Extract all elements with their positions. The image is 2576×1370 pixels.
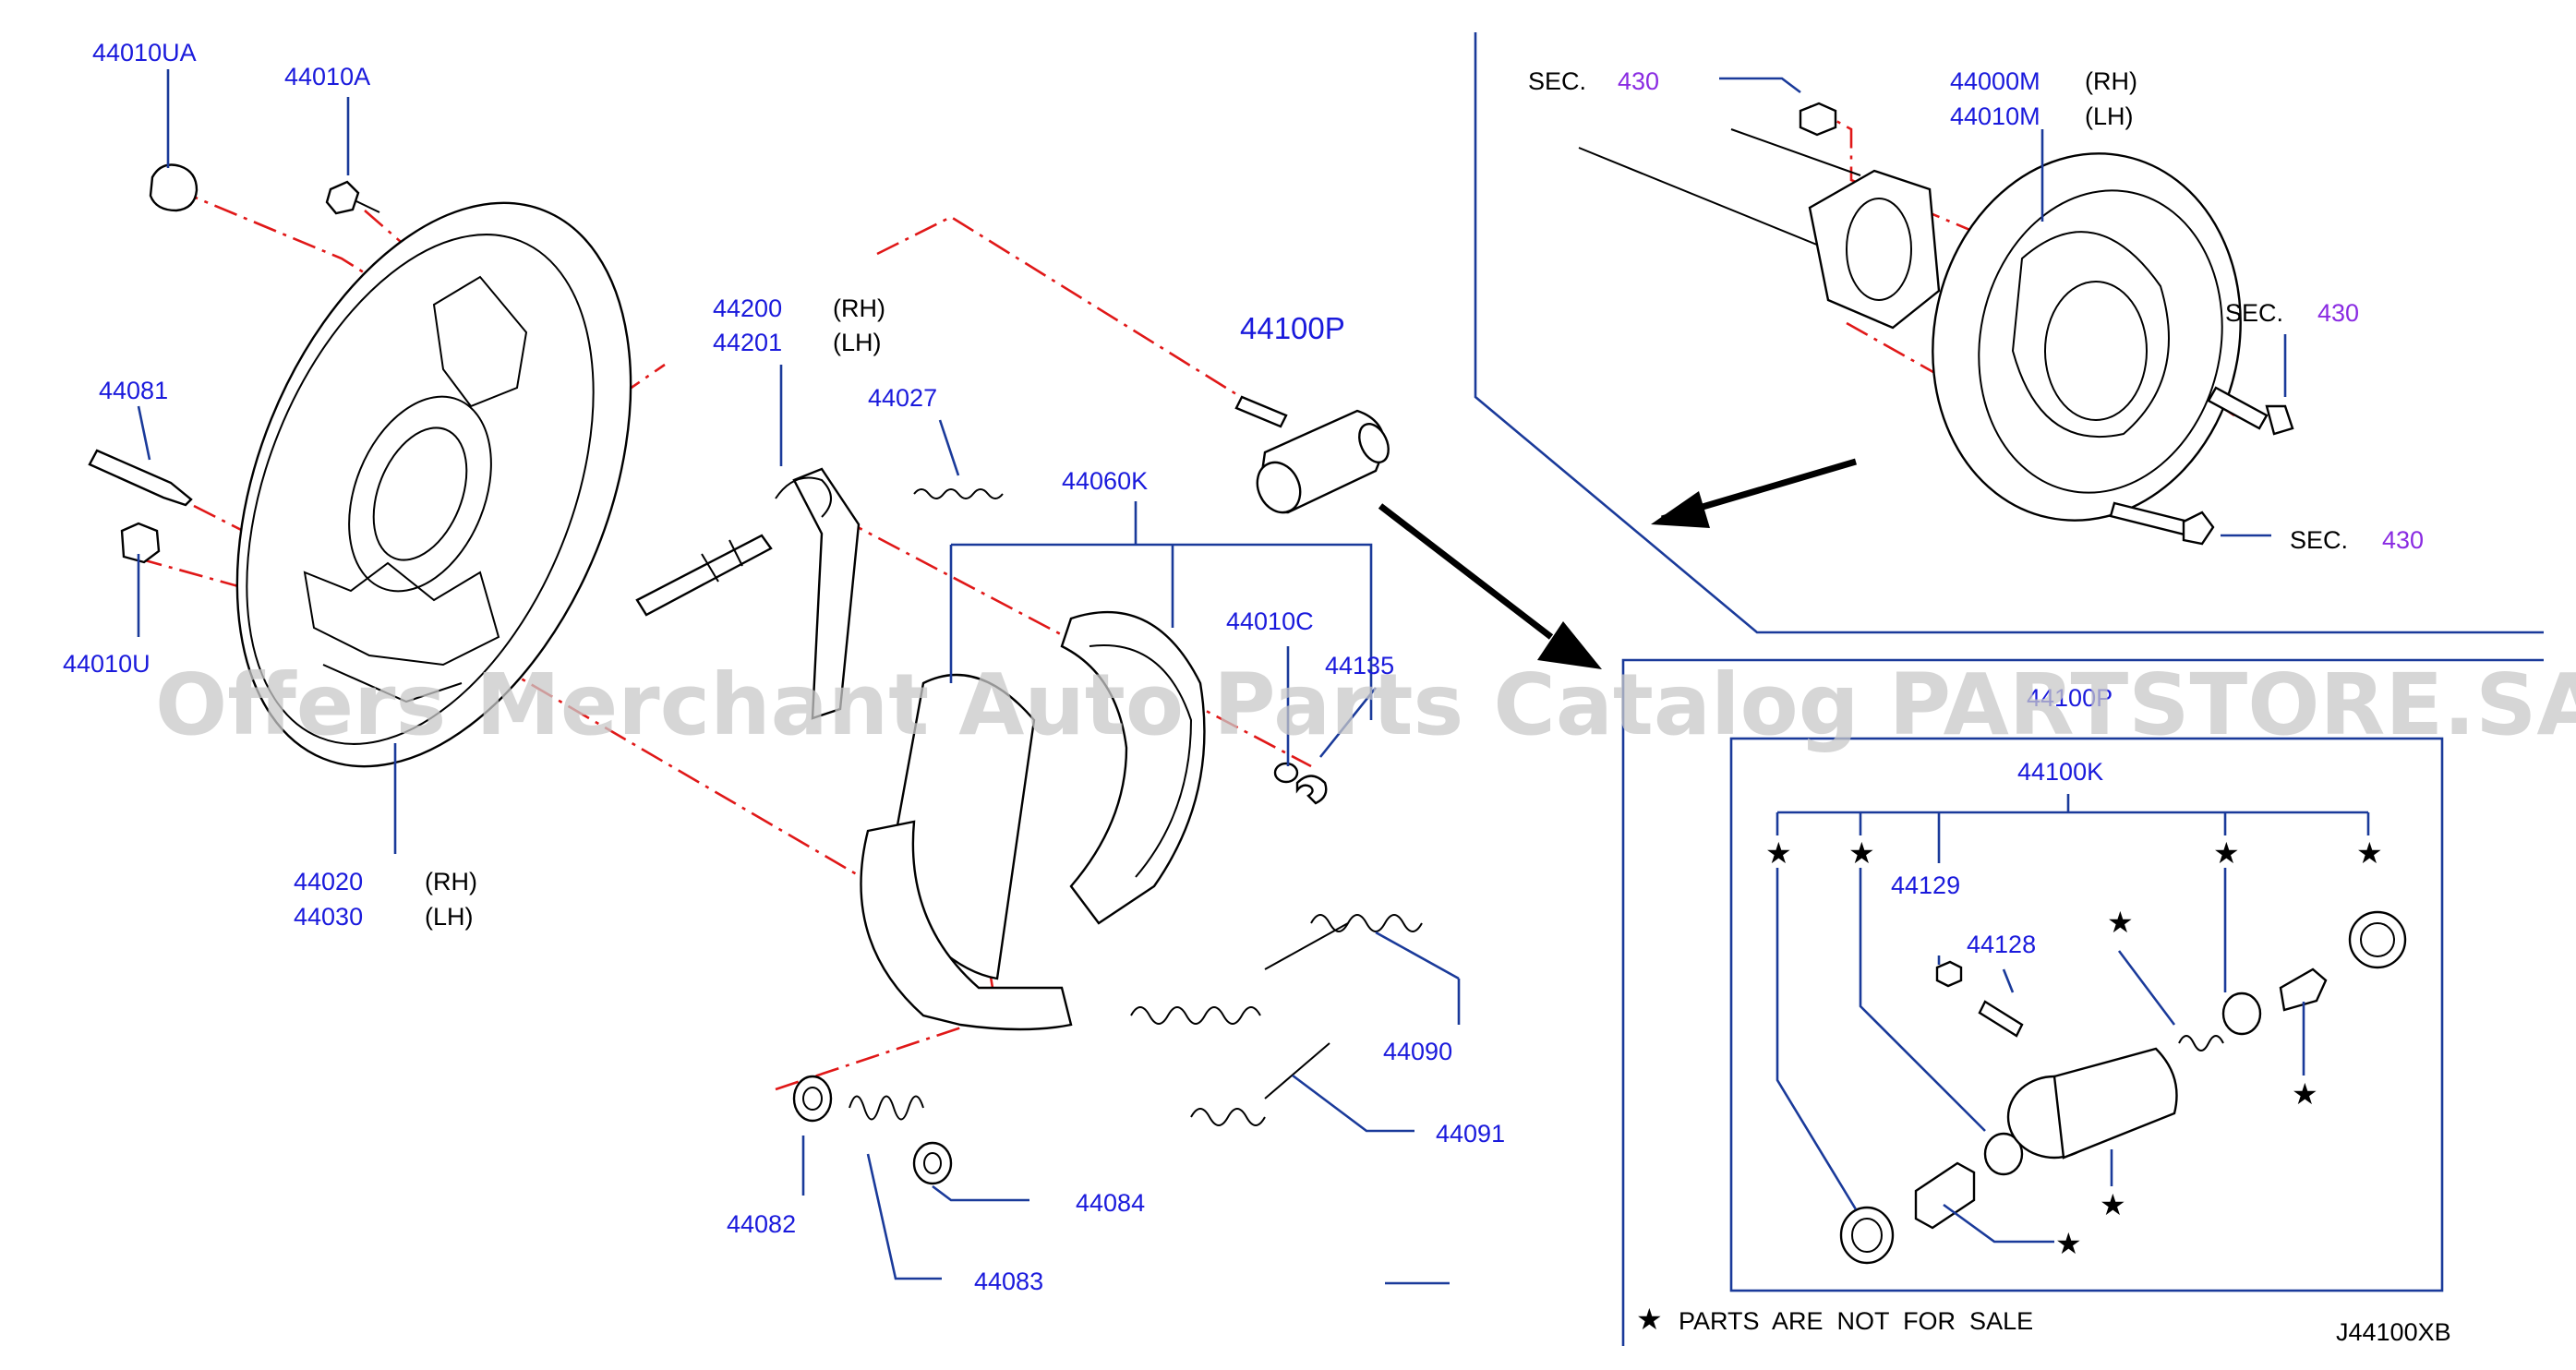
label-44010U: 44010U [63,650,150,678]
spring-44027 [913,488,1004,499]
watermark: Offers Merchant Auto Parts Catalog PARTS… [155,655,2576,754]
label-44060K: 44060K [1062,467,1148,495]
label-44020: 44020 [294,868,363,895]
label-44200-rh: (RH) [833,294,885,322]
star-marker: ★ [2292,1076,2318,1112]
label-44100P-main: 44100P [1240,311,1345,345]
label-44084: 44084 [1076,1189,1145,1217]
label-44020-rh: (RH) [425,868,477,895]
label-44100P-detail: 44100P [2027,684,2113,712]
sec-ref-3-number: 430 [2382,526,2424,554]
star-marker: ★ [2107,905,2134,940]
direction-arrows [1378,458,1857,669]
inset-frames [1474,32,2544,1346]
label-44201: 44201 [713,329,782,356]
brake-assembly-view [1578,102,2294,546]
pin-44081 [88,449,193,507]
sec-ref-3-word: SEC. [2290,526,2348,554]
grommet-44010UA [149,163,199,212]
label-44201-lh: (LH) [833,329,882,356]
sec-ref-1-number: 430 [1618,67,1659,95]
label-44010M: 44010M [1950,102,2040,130]
label-44000M-rh: (RH) [2085,67,2137,95]
legend-text: PARTS ARE NOT FOR SALE [1679,1307,2033,1335]
label-44030: 44030 [294,903,363,931]
clips-44010C-44135 [1273,762,1328,805]
label-44082: 44082 [727,1210,796,1238]
hold-down-parts [792,1075,953,1185]
backing-plate [235,201,632,768]
not-for-sale-stars: ★ ★ ★ ★ ★ ★ ★ ★ [1765,835,2383,1261]
wheel-cylinder-detail [1839,910,2407,1265]
diagram-code: J44100XB [2336,1318,2451,1346]
star-marker: ★ [2356,835,2383,871]
wheel-cylinder-main [1234,395,1390,514]
nut-44010U [120,522,161,564]
legend: ★ PARTS ARE NOT FOR SALE [1636,1302,2033,1337]
star-marker: ★ [2100,1187,2126,1222]
part-labels: 44010UA 44010A 44081 44010U 44020 (RH) 4… [63,39,2424,1295]
label-44090: 44090 [1383,1038,1452,1065]
label-44129: 44129 [1891,871,1960,899]
bolt-44010A [325,180,380,215]
label-44010M-lh: (LH) [2085,102,2134,130]
label-44027: 44027 [868,384,937,412]
star-marker: ★ [2213,835,2240,871]
label-44010A: 44010A [284,63,370,90]
label-44030-lh: (LH) [425,903,474,931]
brake-shoes [860,610,1206,1031]
label-44128: 44128 [1967,931,2036,958]
sec-ref-2-number: 430 [2317,299,2359,327]
left-fasteners [88,163,380,564]
star-marker: ★ [1765,835,1792,871]
label-44091: 44091 [1436,1120,1505,1148]
label-44010C: 44010C [1226,607,1314,635]
leader-lines [137,69,2370,1285]
label-44135: 44135 [1325,652,1394,679]
star-marker: ★ [2055,1226,2082,1261]
star-marker: ★ [1848,835,1875,871]
label-44081: 44081 [99,377,168,404]
label-44010UA: 44010UA [92,39,197,66]
label-44200: 44200 [713,294,782,322]
adjuster-assembly [635,467,861,720]
legend-star: ★ [1636,1302,1663,1337]
springs-44090-44091 [1130,914,1423,1126]
label-44000M: 44000M [1950,67,2040,95]
sec-ref-2-word: SEC. [2225,299,2283,327]
label-44100K: 44100K [2017,758,2103,786]
sec-ref-1-word: SEC. [1528,67,1586,95]
label-44083: 44083 [974,1268,1043,1295]
